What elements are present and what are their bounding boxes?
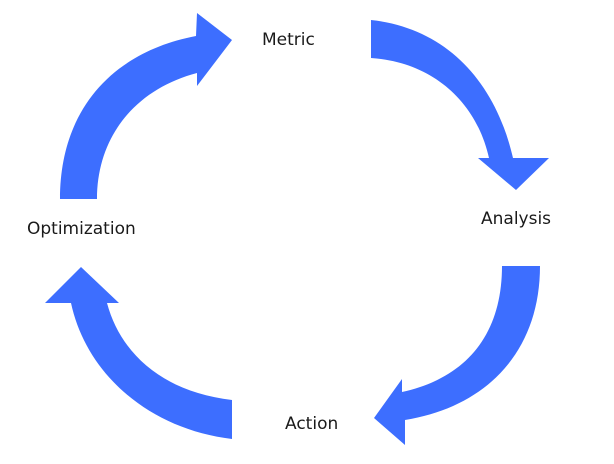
stage-label-metric: Metric — [262, 30, 315, 50]
arrow-metric-to-analysis — [371, 20, 549, 190]
stage-label-analysis: Analysis — [481, 209, 552, 229]
arrow-optimization-to-metric — [60, 13, 232, 199]
stage-label-action: Action — [285, 414, 339, 434]
arrow-action-to-optimization — [45, 267, 232, 439]
arrow-analysis-to-action — [374, 266, 540, 445]
stage-label-optimization: Optimization — [27, 219, 136, 239]
